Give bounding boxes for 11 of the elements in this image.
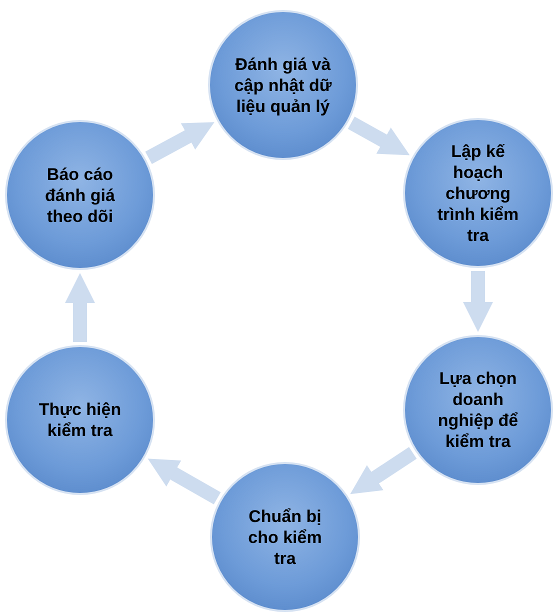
node-label: Báo cáo đánh giá theo dõi bbox=[44, 164, 116, 226]
block-arrow bbox=[348, 116, 410, 156]
block-arrow bbox=[350, 447, 417, 494]
node-label: Lựa chọn doanh nghiệp để kiểm tra bbox=[436, 368, 520, 452]
node-label: Chuẩn bị cho kiểm tra bbox=[247, 506, 323, 568]
block-arrow bbox=[145, 122, 214, 164]
node-label: Đánh giá và cập nhật dữ liệu quản lý bbox=[233, 54, 333, 116]
block-arrow bbox=[65, 273, 95, 342]
node-label: Thực hiện kiểm tra bbox=[38, 399, 122, 441]
block-arrow bbox=[463, 271, 493, 332]
node-label: Lập kế hoạch chương trình kiểm tra bbox=[436, 140, 520, 246]
